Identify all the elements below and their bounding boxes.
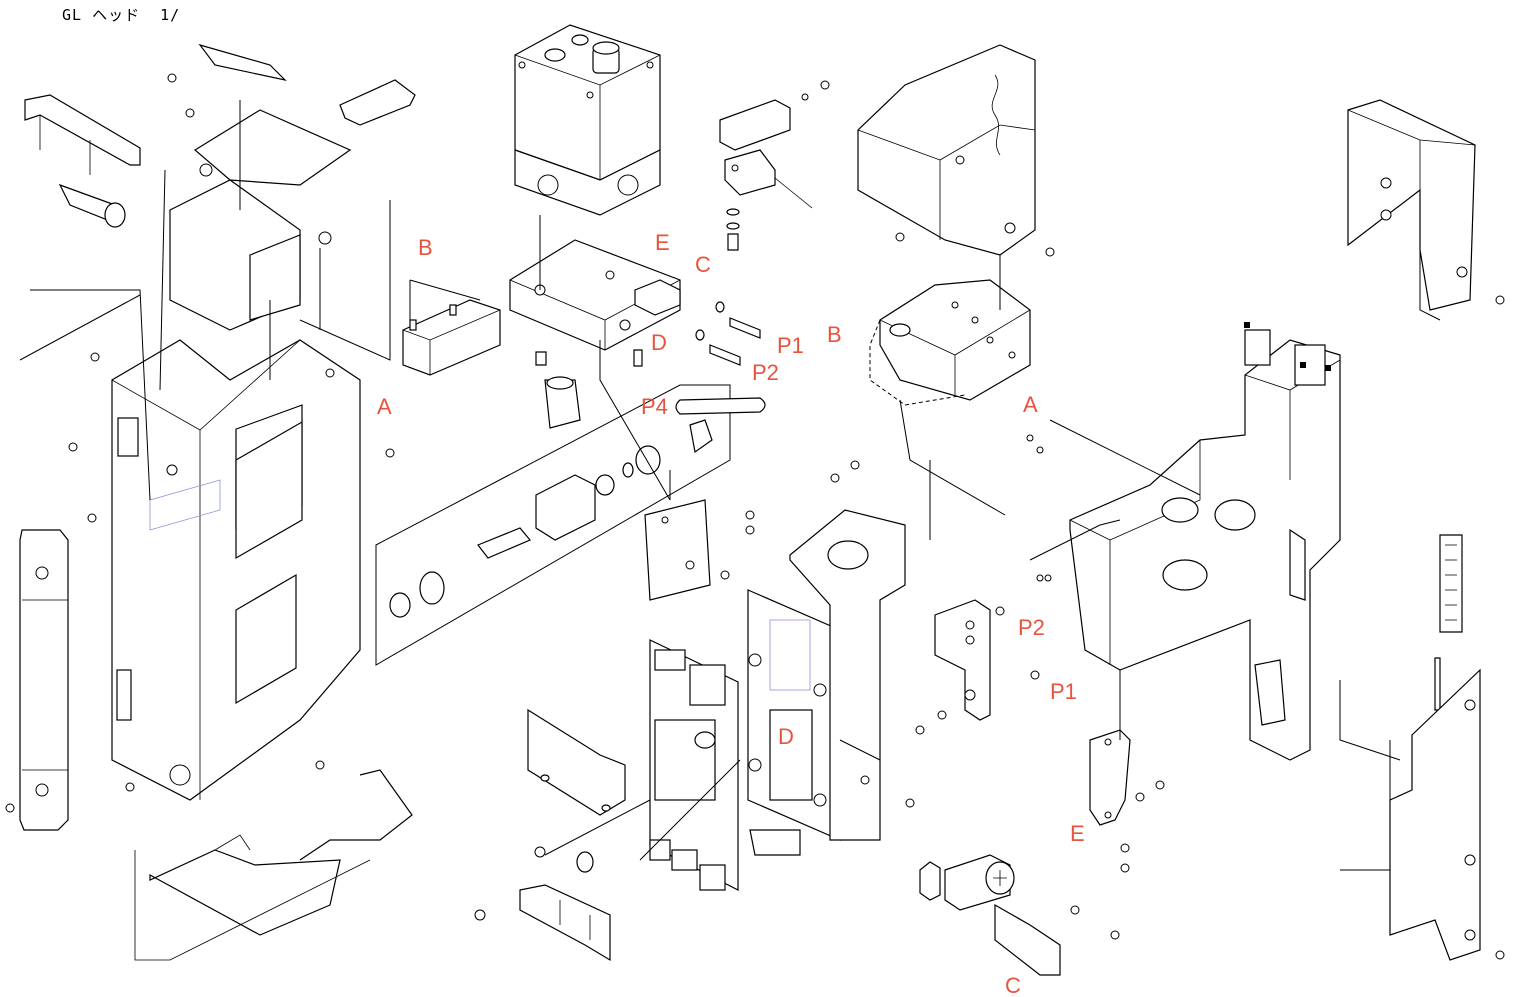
callout-b-left: B bbox=[418, 235, 433, 260]
callout-p2-top: P2 bbox=[752, 360, 779, 385]
callout-p1-right: P1 bbox=[1050, 679, 1077, 704]
solenoid-valve bbox=[403, 300, 500, 375]
callout-p1-top: P1 bbox=[777, 333, 804, 358]
callout-p4: P4 bbox=[641, 394, 668, 419]
adjust-knob bbox=[920, 855, 1060, 975]
callout-a-left: A bbox=[377, 394, 392, 419]
callout-b-right: B bbox=[827, 322, 842, 347]
callout-e-bottom: E bbox=[1070, 821, 1085, 846]
right-manifold bbox=[870, 280, 1030, 405]
bottom-plate bbox=[520, 885, 610, 960]
right-small-block bbox=[935, 600, 990, 720]
left-main-frame bbox=[112, 340, 360, 800]
callout-p2-right: P2 bbox=[1018, 615, 1045, 640]
left-bottom-tray bbox=[135, 770, 412, 960]
circuit-board bbox=[650, 640, 738, 890]
callout-a-right: A bbox=[1023, 392, 1038, 417]
left-cover-bracket bbox=[25, 95, 140, 227]
right-side-cover bbox=[1348, 100, 1475, 310]
pin-set-top bbox=[696, 302, 760, 365]
scale-label bbox=[1435, 535, 1462, 710]
right-tall-plate bbox=[1390, 670, 1480, 960]
sensor-bracket bbox=[720, 100, 812, 250]
right-bracket-e bbox=[1090, 730, 1130, 825]
right-main-body bbox=[1070, 322, 1340, 760]
pcb-bracket-plate bbox=[748, 590, 840, 855]
callout-c-bottom: C bbox=[1005, 973, 1021, 997]
callout-e-top: E bbox=[655, 230, 670, 255]
air-fittings bbox=[536, 350, 642, 428]
callout-d-bottom: D bbox=[778, 724, 794, 749]
center-bracket bbox=[645, 500, 710, 600]
lower-mid-bracket bbox=[528, 710, 625, 815]
callout-c-top: C bbox=[695, 252, 711, 277]
callout-d-top: D bbox=[651, 330, 667, 355]
left-top-mechanism bbox=[170, 45, 415, 330]
right-top-cover bbox=[858, 45, 1035, 255]
center-top-box bbox=[515, 25, 660, 215]
